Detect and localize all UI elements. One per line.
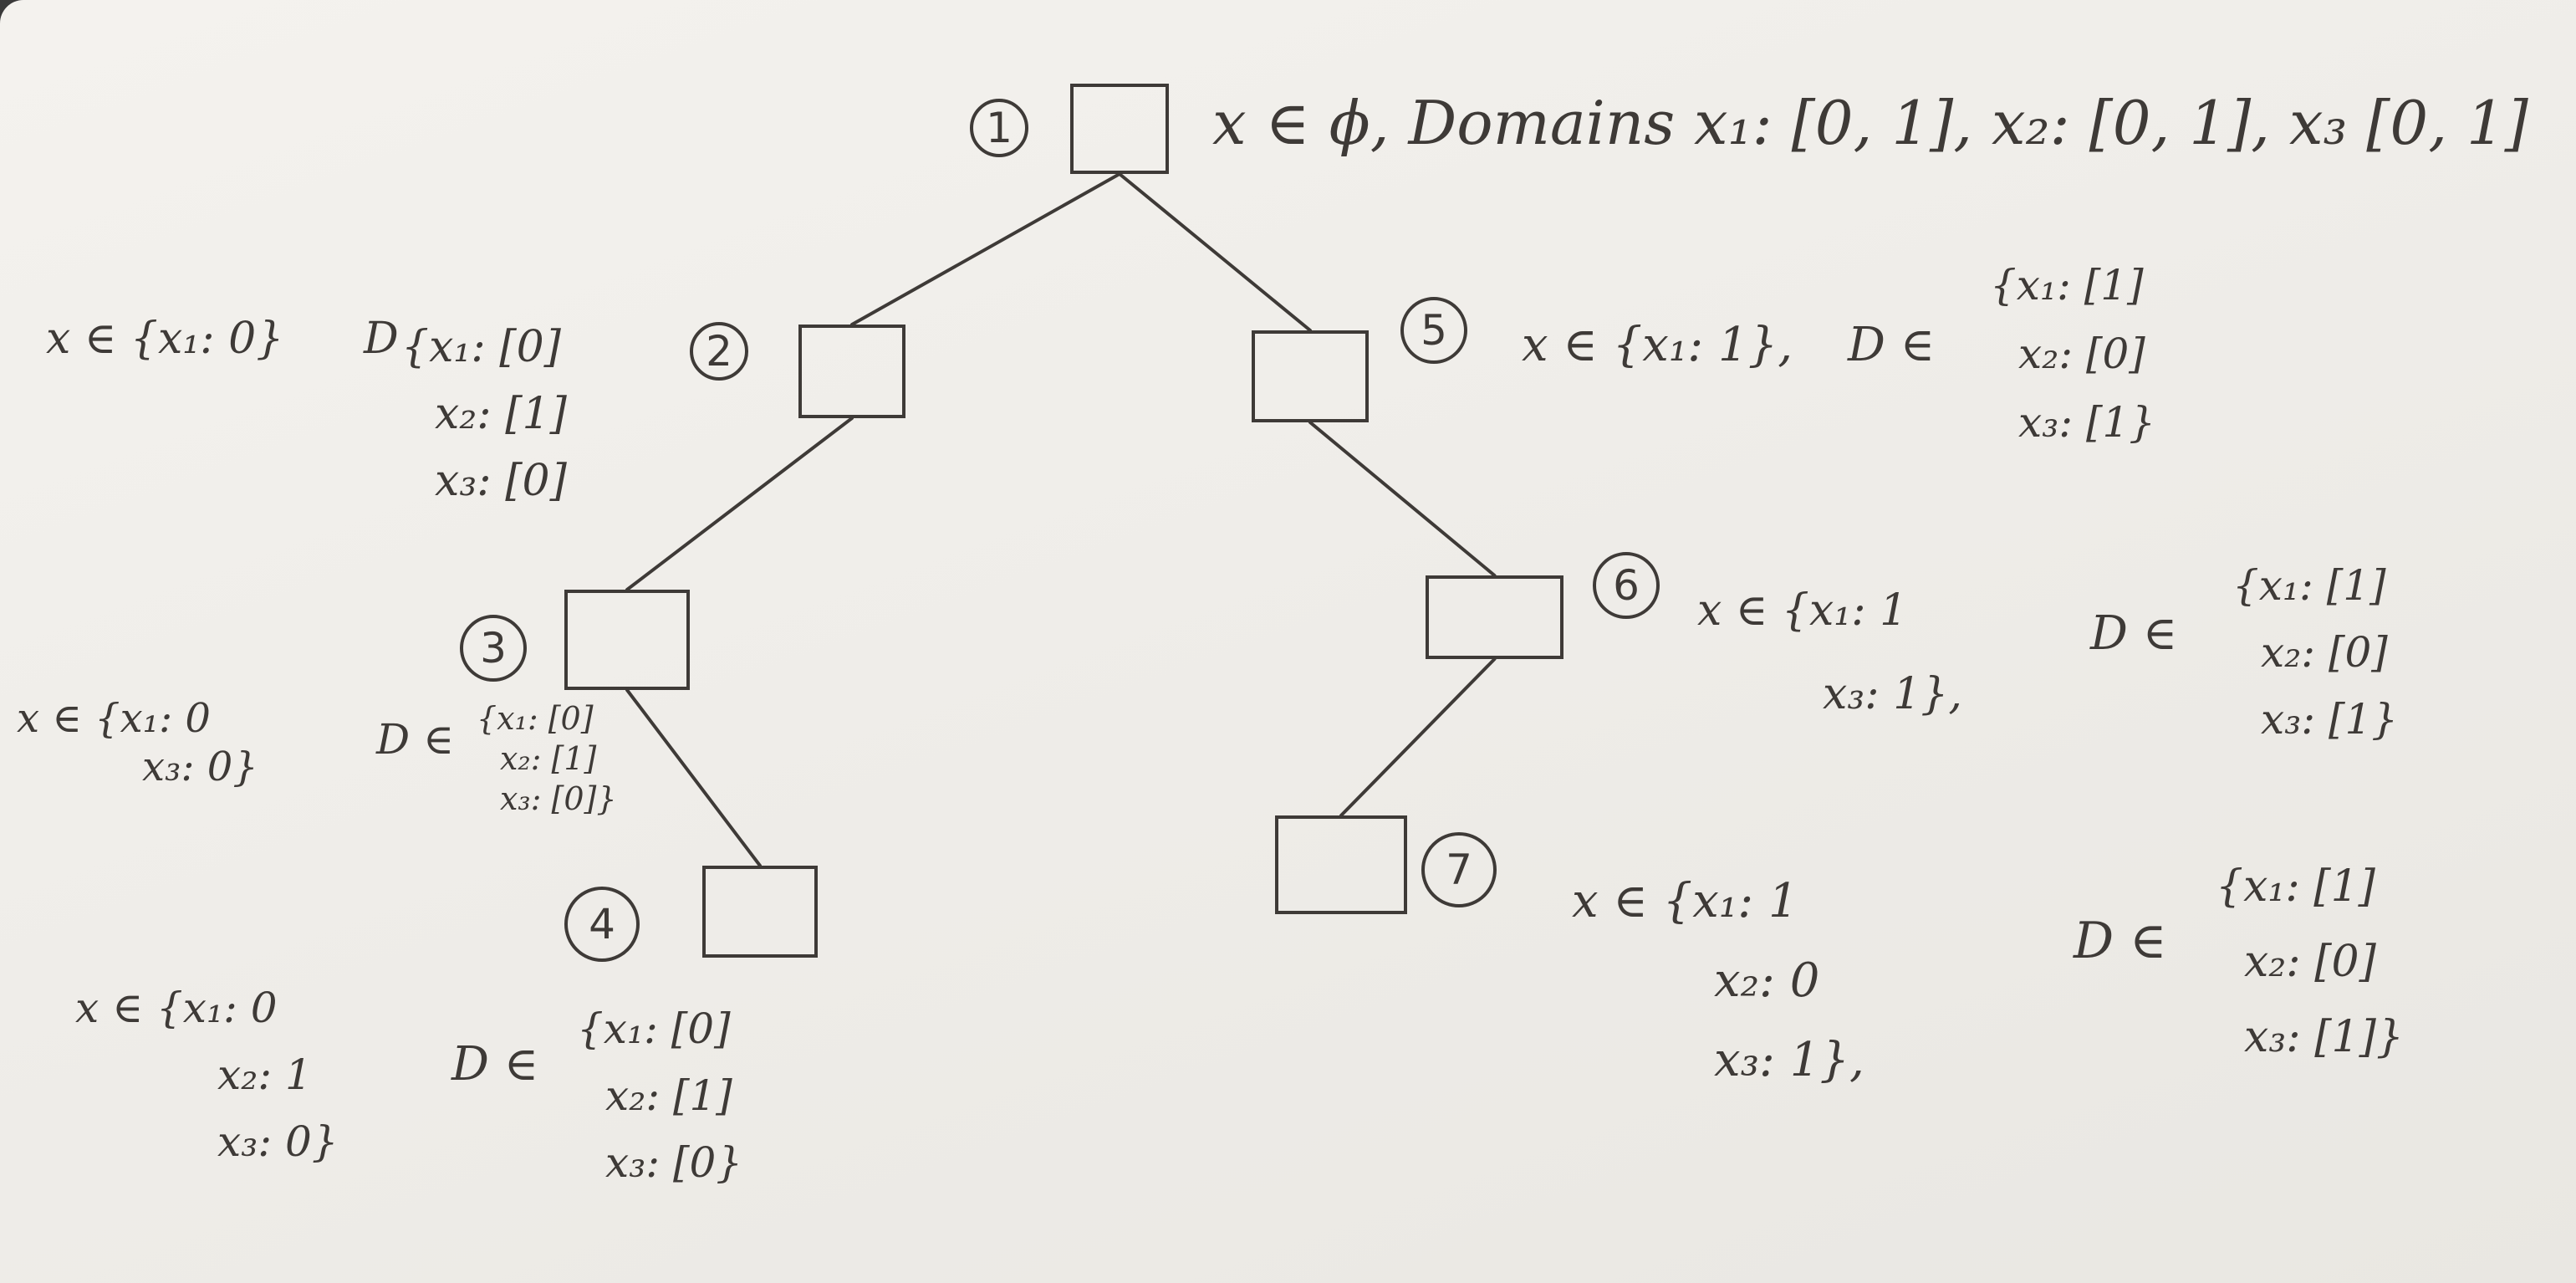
node-6-x-line-1: x ∈ {x₁: 1: [1697, 585, 1908, 636]
node-3-x-line-2: x₃: 0}: [142, 744, 258, 790]
node-5-d-line-1: {x₁: [1]: [1990, 261, 2144, 309]
node-7-d-set: {x₁: [1] x₂: [0] x₃: [1]}: [2216, 849, 2404, 1075]
node-2-d-label: D: [364, 314, 399, 364]
node-6-d-line-2: x₂: [0]: [2261, 628, 2388, 677]
node-6-d-label: D ∈: [2090, 606, 2178, 661]
node-4-x-line-2: x₂: 1: [217, 1050, 312, 1099]
node-5-number: 5: [1400, 297, 1467, 364]
node-7-d-line-3: x₃: [1]}: [2244, 1012, 2404, 1062]
node-6-x-line-2: x₃: 1},: [1823, 669, 1962, 719]
node-4-x-set: x ∈ {x₁: 0 x₂: 1 x₃: 0}: [75, 974, 339, 1175]
node-4-d-line-1: {x₁: [0]: [577, 1004, 731, 1053]
node-5-d-set: {x₁: [1] x₂: [0] x₃: [1}: [1990, 251, 2155, 457]
node-3-number: 3: [460, 615, 527, 682]
node-3-box: [564, 590, 690, 690]
node-2-d-line-3: x₃: [0]: [435, 456, 567, 506]
edge-6-7: [1339, 657, 1497, 817]
node-4-d-line-3: x₃: [0}: [605, 1138, 743, 1187]
node-6-number: 6: [1593, 552, 1660, 619]
node-1-box: [1070, 84, 1169, 174]
node-2-x-line: x ∈ {x₁: 0}: [46, 314, 284, 364]
node-7-d-line-1: {x₁: [1]: [2216, 861, 2375, 912]
node-2-x-set: x ∈ {x₁: 0}: [46, 314, 283, 364]
node-3-d-label: D ∈: [376, 715, 454, 764]
node-3-d-line-1: {x₁: [0]: [477, 700, 594, 737]
node-4-d-label: D ∈: [451, 1037, 539, 1091]
node-7-box: [1275, 815, 1407, 914]
node-2-d-line-2: x₂: [1]: [435, 389, 567, 439]
edge-1-5: [1118, 172, 1312, 332]
node-2-number: 2: [690, 322, 748, 381]
node-5-x-set: x ∈ {x₁: 1},: [1522, 318, 1793, 372]
node-3-d-line-3: x₃: [0]}: [500, 780, 617, 817]
node-6-d-line-3: x₃: [1}: [2261, 695, 2399, 744]
node-1-number: 1: [970, 99, 1028, 157]
node-6-d-line-1: {x₁: [1]: [2232, 561, 2386, 610]
node-2-d-set: {x₁: [0] x₂: [1] x₃: [0]: [401, 314, 567, 514]
node-6-x-set: x ∈ {x₁: 1 x₃: 1},: [1697, 569, 1962, 736]
node-3-d-set: {x₁: [0] x₂: [1] x₃: [0]}: [477, 698, 617, 819]
node-5-d-line-2: x₂: [0]: [2018, 330, 2145, 378]
node-6-d-set: {x₁: [1] x₂: [0] x₃: [1}: [2232, 552, 2398, 753]
node-7-x-line-2: x₂: 0: [1714, 953, 1820, 1008]
node-4-x-line-3: x₃: 0}: [217, 1117, 339, 1166]
node-7-d-label: D ∈: [2074, 912, 2167, 970]
edge-2-3: [625, 417, 854, 591]
node-7-x-set: x ∈ {x₁: 1 x₂: 0 x₃: 1},: [1572, 861, 1864, 1100]
node-2-d-line-1: {x₁: [0]: [401, 322, 561, 372]
edge-1-2: [850, 172, 1121, 326]
node-4-box: [702, 866, 818, 958]
node-4-x-line-1: x ∈ {x₁: 0: [75, 984, 278, 1032]
node-5-d-line-3: x₃: [1}: [2018, 398, 2156, 447]
node-5-box: [1252, 330, 1369, 422]
node-3-x-line-1: x ∈ {x₁: 0: [17, 695, 211, 742]
node-5-d-label: D ∈: [1848, 318, 1936, 372]
node-7-x-line-1: x ∈ {x₁: 1: [1572, 874, 1798, 928]
node-7-number: 7: [1421, 832, 1497, 907]
node-4-d-set: {x₁: [0] x₂: [1] x₃: [0}: [577, 995, 742, 1196]
node-3-d-line-2: x₂: [1]: [500, 740, 597, 777]
node-5-x-line: x ∈ {x₁: 1},: [1522, 318, 1793, 372]
node-7-x-line-3: x₃: 1},: [1714, 1033, 1864, 1087]
edge-3-4: [625, 688, 762, 867]
node-6-box: [1426, 575, 1563, 659]
node-4-number: 4: [564, 887, 640, 962]
node-4-d-line-2: x₂: [1]: [605, 1071, 732, 1120]
node-7-d-line-2: x₂: [0]: [2244, 937, 2376, 987]
node-3-x-set: x ∈ {x₁: 0 x₃: 0}: [17, 694, 258, 791]
node-1-annotation: x ∈ ϕ, Domains x₁: [0, 1], x₂: [0, 1], x…: [1212, 88, 2528, 158]
node-2-box: [798, 325, 905, 418]
edge-5-6: [1308, 421, 1497, 577]
